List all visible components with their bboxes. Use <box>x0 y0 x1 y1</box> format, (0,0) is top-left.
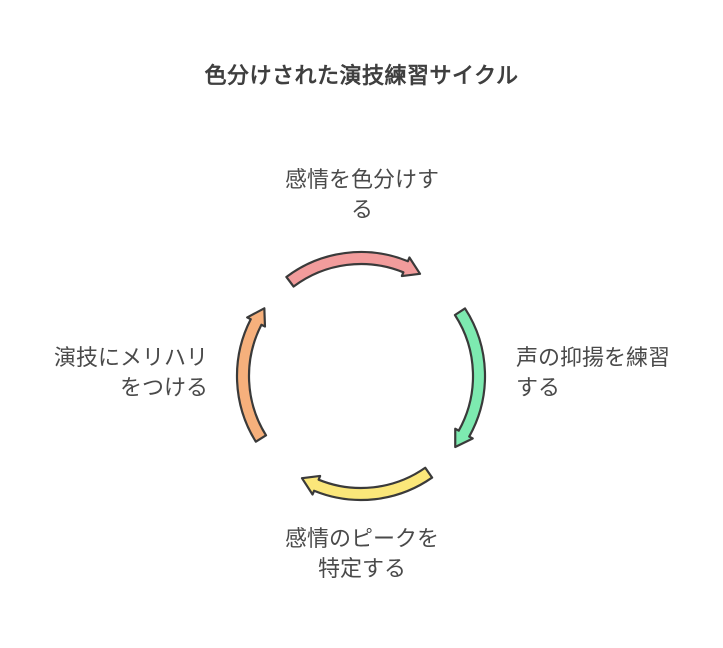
step-label-line: 感情のピークを <box>284 527 439 552</box>
diagram-title: 色分けされた演技練習サイクル <box>204 64 519 89</box>
step-label-practice-intonation: 声の抑揚を練習 する <box>516 344 716 404</box>
step-label-color-emotions: 感情を色分けす る <box>212 166 512 226</box>
cycle-arrow-add-contrast <box>235 307 268 443</box>
step-label-line: をつける <box>119 376 208 401</box>
cycle-arrow-practice-intonation <box>453 307 487 449</box>
step-label-line: する <box>516 376 561 401</box>
step-label-line: 感情を色分けす <box>284 168 439 193</box>
step-label-identify-peak: 感情のピークを 特定する <box>212 525 512 585</box>
step-label-line: 演技にメリハリ <box>53 346 208 371</box>
cycle-arrow-color-emotions <box>285 250 422 288</box>
step-label-add-contrast: 演技にメリハリ をつける <box>8 344 208 404</box>
step-label-line: る <box>350 198 373 223</box>
step-label-line: 声の抑揚を練習 <box>516 346 671 371</box>
cycle-arrow-identify-peak <box>300 466 434 502</box>
step-label-line: 特定する <box>317 557 406 582</box>
